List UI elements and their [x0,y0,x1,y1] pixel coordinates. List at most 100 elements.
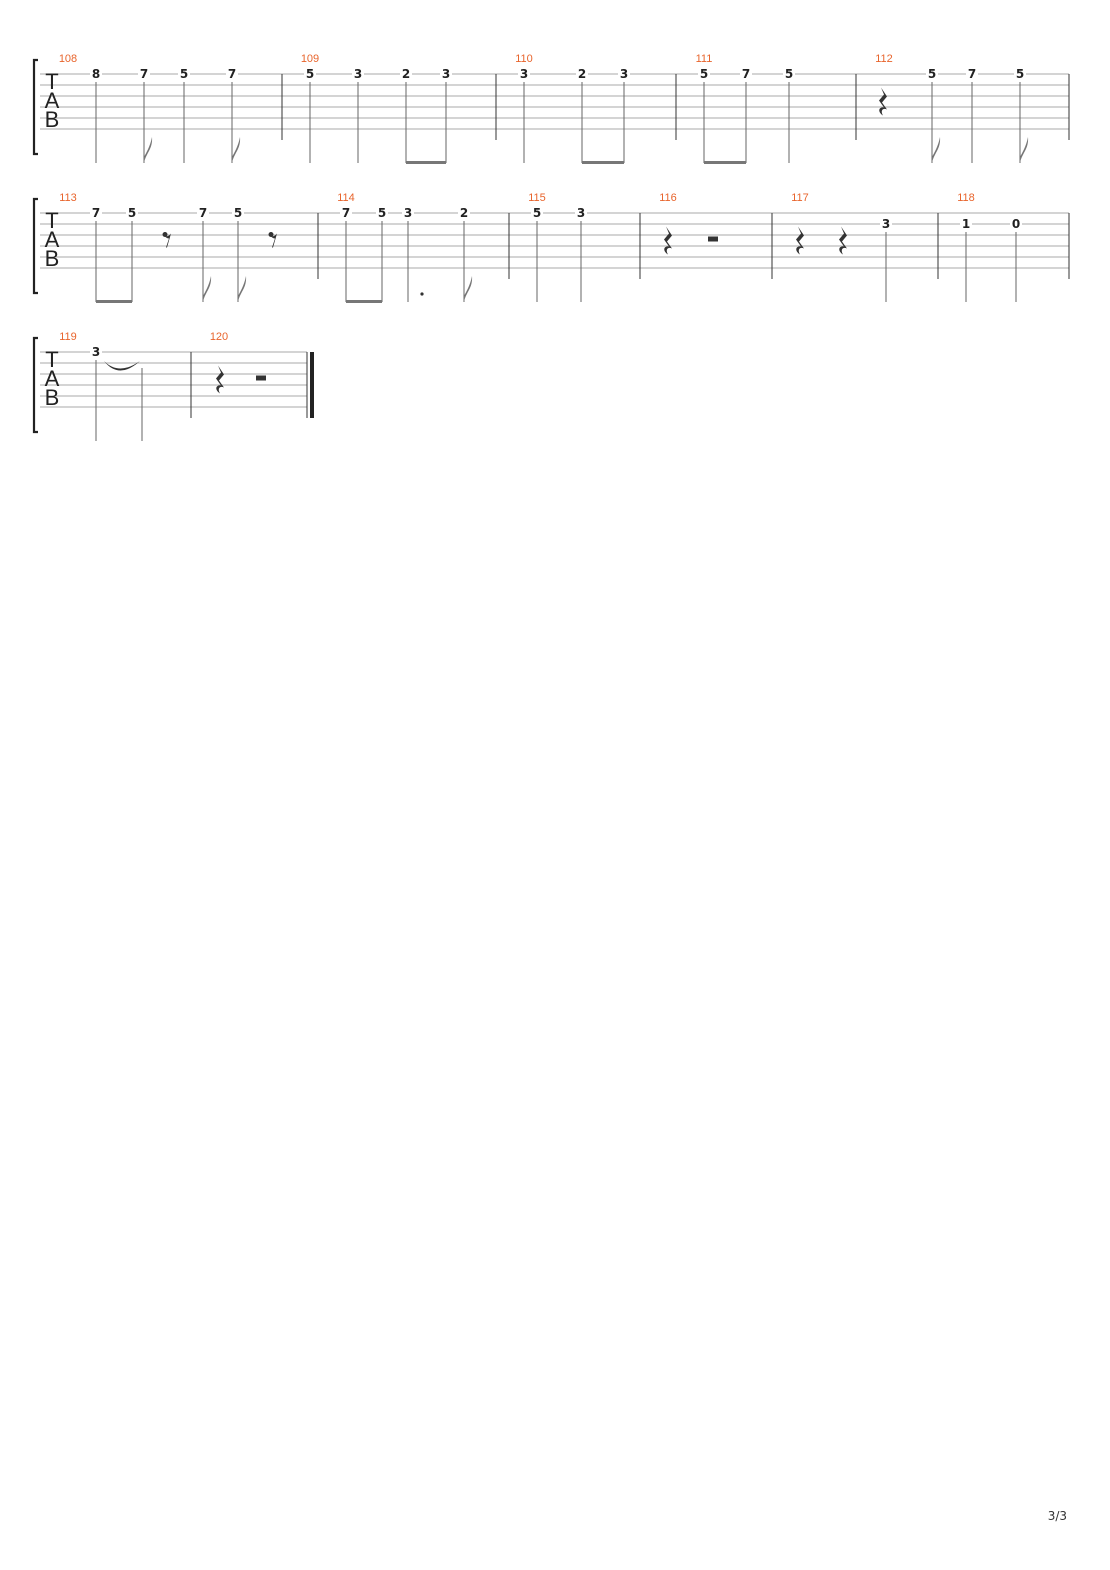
eighth-rest [271,233,277,248]
fret-number: 5 [1016,67,1024,81]
tab-clef-letter: B [45,385,60,410]
system-bracket [32,336,38,434]
fret-backdrop [340,206,352,218]
fret-number: 5 [180,67,188,81]
beam [346,300,382,303]
system-bracket [32,58,38,156]
fret-number: 2 [460,206,468,220]
fret-backdrop [440,67,452,79]
system-bracket [32,197,38,295]
tab-clef-letter: A [45,227,60,252]
fret-number: 8 [92,67,100,81]
fret-backdrop [1010,217,1022,229]
measure-number: 111 [696,53,713,65]
fret-number: 2 [578,67,586,81]
fret-backdrop [304,67,316,79]
tab-clef-letter: T [45,69,58,94]
fret-number: 7 [92,206,100,220]
tab-clef-letter: B [45,107,60,132]
tab-clef-letter: T [45,208,58,233]
fret-number: 3 [354,67,362,81]
measure-number: 112 [875,53,893,65]
fret-number: 3 [92,345,100,359]
fret-backdrop [740,67,752,79]
fret-number: 3 [577,206,585,220]
fret-backdrop [232,206,244,218]
tab-clef-letter: A [45,366,60,391]
measure-number: 113 [59,192,77,204]
fret-number: 5 [378,206,386,220]
measure-number: 117 [791,192,809,204]
beam [582,161,624,164]
eighth-flag [1020,137,1029,163]
quarter-rest [839,226,847,255]
fret-backdrop [376,206,388,218]
fret-number: 5 [128,206,136,220]
fret-backdrop [402,206,414,218]
fret-backdrop [575,206,587,218]
fret-backdrop [698,67,710,79]
measure-number: 120 [210,331,228,343]
fret-number: 7 [140,67,148,81]
measure-number: 119 [59,331,77,343]
measure-number: 110 [515,53,533,65]
fret-backdrop [400,67,412,79]
beam [96,300,132,303]
fret-number: 2 [402,67,410,81]
half-rest [708,236,718,242]
fret-backdrop [226,67,238,79]
fret-number: 7 [228,67,236,81]
fret-number: 3 [882,217,890,231]
measure-number: 118 [957,192,975,204]
tab-clef-letter: T [45,347,58,372]
measure-number: 114 [337,192,355,204]
fret-number: 5 [306,67,314,81]
fret-backdrop [126,206,138,218]
measure-number: 108 [59,53,77,65]
fret-backdrop [90,345,102,357]
beam [704,161,746,164]
fret-backdrop [1014,67,1026,79]
tab-clef-letter: B [45,246,60,271]
fret-number: 7 [968,67,976,81]
page-number: 3/3 [1047,1509,1067,1523]
fret-number: 3 [404,206,412,220]
fret-number: 5 [234,206,242,220]
fret-backdrop [966,67,978,79]
fret-number: 7 [199,206,207,220]
fret-backdrop [926,67,938,79]
eighth-flag [932,137,941,163]
tab-clef-letter: A [45,88,60,113]
fret-backdrop [138,67,150,79]
eighth-flag [232,137,241,163]
eighth-rest-dot [268,232,274,237]
tab-system: TAB 119 3 120 [32,331,314,441]
fret-number: 7 [742,67,750,81]
fret-number: 1 [962,217,970,231]
quarter-rest [879,87,887,116]
quarter-rest [664,226,672,255]
fret-backdrop [90,67,102,79]
fret-number: 3 [620,67,628,81]
fret-number: 3 [442,67,450,81]
measure-number: 109 [301,53,319,65]
eighth-flag [144,137,153,163]
fret-backdrop [178,67,190,79]
final-barline [310,352,314,418]
quarter-rest [216,365,224,394]
fret-backdrop [576,67,588,79]
fret-backdrop [197,206,209,218]
fret-number: 5 [928,67,936,81]
fret-backdrop [352,67,364,79]
fret-number: 0 [1012,217,1020,231]
half-rest [256,375,266,381]
eighth-flag [203,276,212,302]
eighth-flag [464,276,473,302]
quarter-rest [796,226,804,255]
fret-number: 5 [533,206,541,220]
fret-backdrop [458,206,470,218]
fret-backdrop [783,67,795,79]
tie-arc [104,361,140,371]
